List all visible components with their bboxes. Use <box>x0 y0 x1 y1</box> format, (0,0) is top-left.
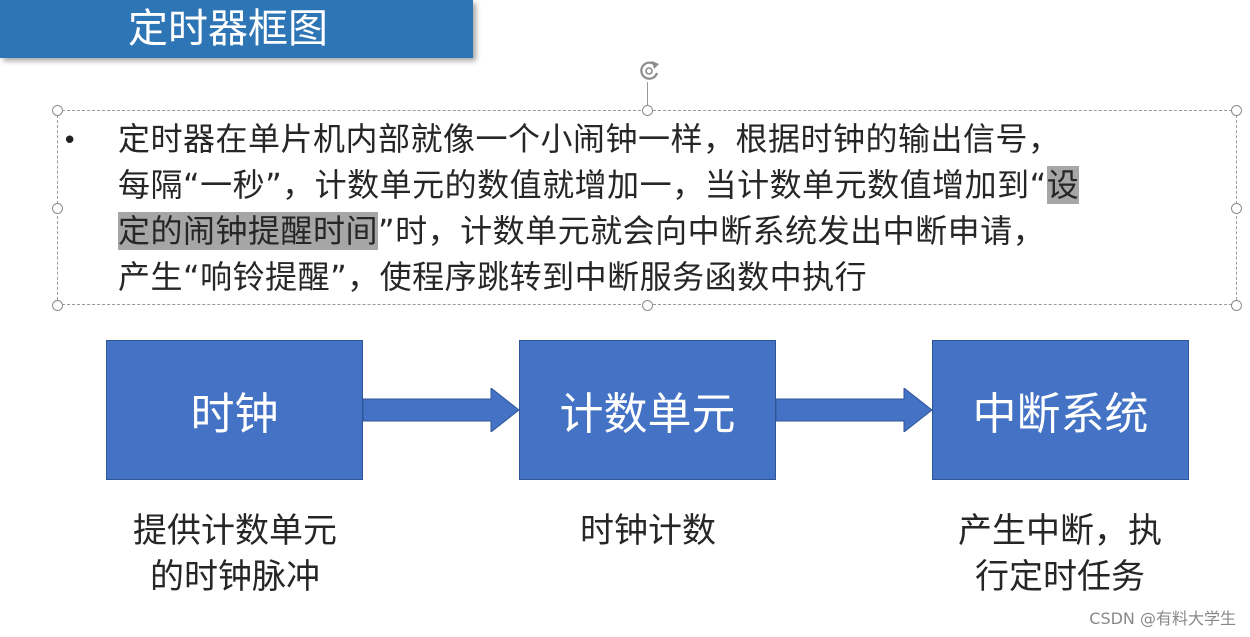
description-line-4: 产生“响铃提醒”，使程序跳转到中断服务函数中执行 <box>118 254 1228 300</box>
interrupt-caption-line-1: 产生中断，执 <box>958 511 1162 551</box>
description-line-1: 定时器在单片机内部就像一个小闹钟一样，根据时钟的输出信号， <box>118 116 1228 162</box>
interrupt-system-block[interactable]: 中断系统 <box>932 340 1189 480</box>
interrupt-caption-line-2: 行定时任务 <box>975 557 1145 597</box>
counter-unit-block[interactable]: 计数单元 <box>519 340 776 480</box>
rotate-handle-stem <box>647 82 648 110</box>
interrupt-caption: 产生中断，执 行定时任务 <box>910 508 1210 600</box>
clock-block[interactable]: 时钟 <box>106 340 363 480</box>
resize-handle-bottom-left[interactable] <box>52 300 63 311</box>
bullet-dot-icon: • <box>62 126 78 156</box>
watermark: CSDN @有料大学生 <box>1089 609 1236 628</box>
resize-handle-top[interactable] <box>642 105 653 116</box>
resize-handle-bottom-right[interactable] <box>1231 300 1242 311</box>
arrow-clock-to-counter[interactable] <box>363 388 519 432</box>
clock-caption-line-2: 的时钟脉冲 <box>150 557 320 597</box>
rotate-icon[interactable] <box>634 56 664 86</box>
selected-text-highlight: 定的闹钟提醒时间 <box>118 212 379 250</box>
description-line-3-text: ”时，计数单元就会向中断系统发出中断申请， <box>378 212 1046 250</box>
clock-caption: 提供计数单元 的时钟脉冲 <box>85 508 385 600</box>
title-banner: 定时器框图 <box>0 0 473 58</box>
counter-caption-line-1: 时钟计数 <box>580 511 716 551</box>
resize-handle-left[interactable] <box>52 203 63 214</box>
description-text[interactable]: 定时器在单片机内部就像一个小闹钟一样，根据时钟的输出信号， 每隔“一秒”，计数单… <box>118 116 1228 300</box>
resize-handle-bottom[interactable] <box>642 300 653 311</box>
resize-handle-right[interactable] <box>1231 203 1242 214</box>
description-line-1-text: 定时器在单片机内部就像一个小闹钟一样，根据时钟的输出信号， <box>118 120 1061 158</box>
clock-caption-line-1: 提供计数单元 <box>133 511 337 551</box>
description-line-4-text: 产生“响铃提醒”，使程序跳转到中断服务函数中执行 <box>118 258 868 296</box>
description-line-2: 每隔“一秒”，计数单元的数值就增加一，当计数单元数值增加到“设 <box>118 162 1228 208</box>
description-line-3: 定的闹钟提醒时间”时，计数单元就会向中断系统发出中断申请， <box>118 208 1228 254</box>
description-line-2-text: 每隔“一秒”，计数单元的数值就增加一，当计数单元数值增加到“ <box>118 166 1047 204</box>
selected-text-highlight: 设 <box>1046 166 1080 204</box>
resize-handle-top-left[interactable] <box>52 105 63 116</box>
resize-handle-top-right[interactable] <box>1231 105 1242 116</box>
counter-caption: 时钟计数 <box>498 508 798 554</box>
arrow-counter-to-interrupt[interactable] <box>776 388 932 432</box>
slide-title: 定时器框图 <box>128 6 328 52</box>
